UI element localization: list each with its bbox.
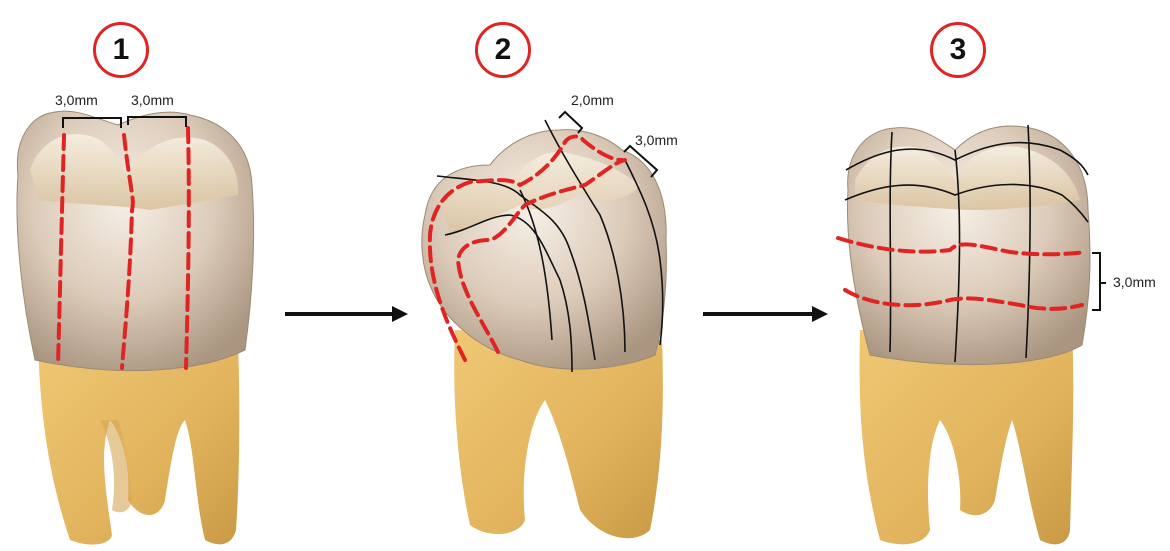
step-3-measure-right: 3,0mm [1113,274,1156,290]
tooth-3 [838,125,1106,544]
step-2-measure-right: 3,0mm [635,132,678,148]
step-3-badge: 3 [930,22,986,78]
step-3-number: 3 [950,33,967,67]
step-2-badge: 2 [475,22,531,78]
step-1-badge: 1 [93,22,149,78]
step-2-measure-top: 2,0mm [571,92,614,108]
tooth-3-bracket [1092,253,1106,310]
tooth-1 [17,111,254,544]
tooth-2 [422,112,667,538]
arrow-right-icon [703,306,828,322]
step-2-number: 2 [495,33,512,67]
step-1-measure-left: 3,0mm [55,92,98,108]
step-1-measure-right: 3,0mm [131,92,174,108]
arrow-right-icon [285,306,408,322]
step-1-number: 1 [113,33,130,67]
